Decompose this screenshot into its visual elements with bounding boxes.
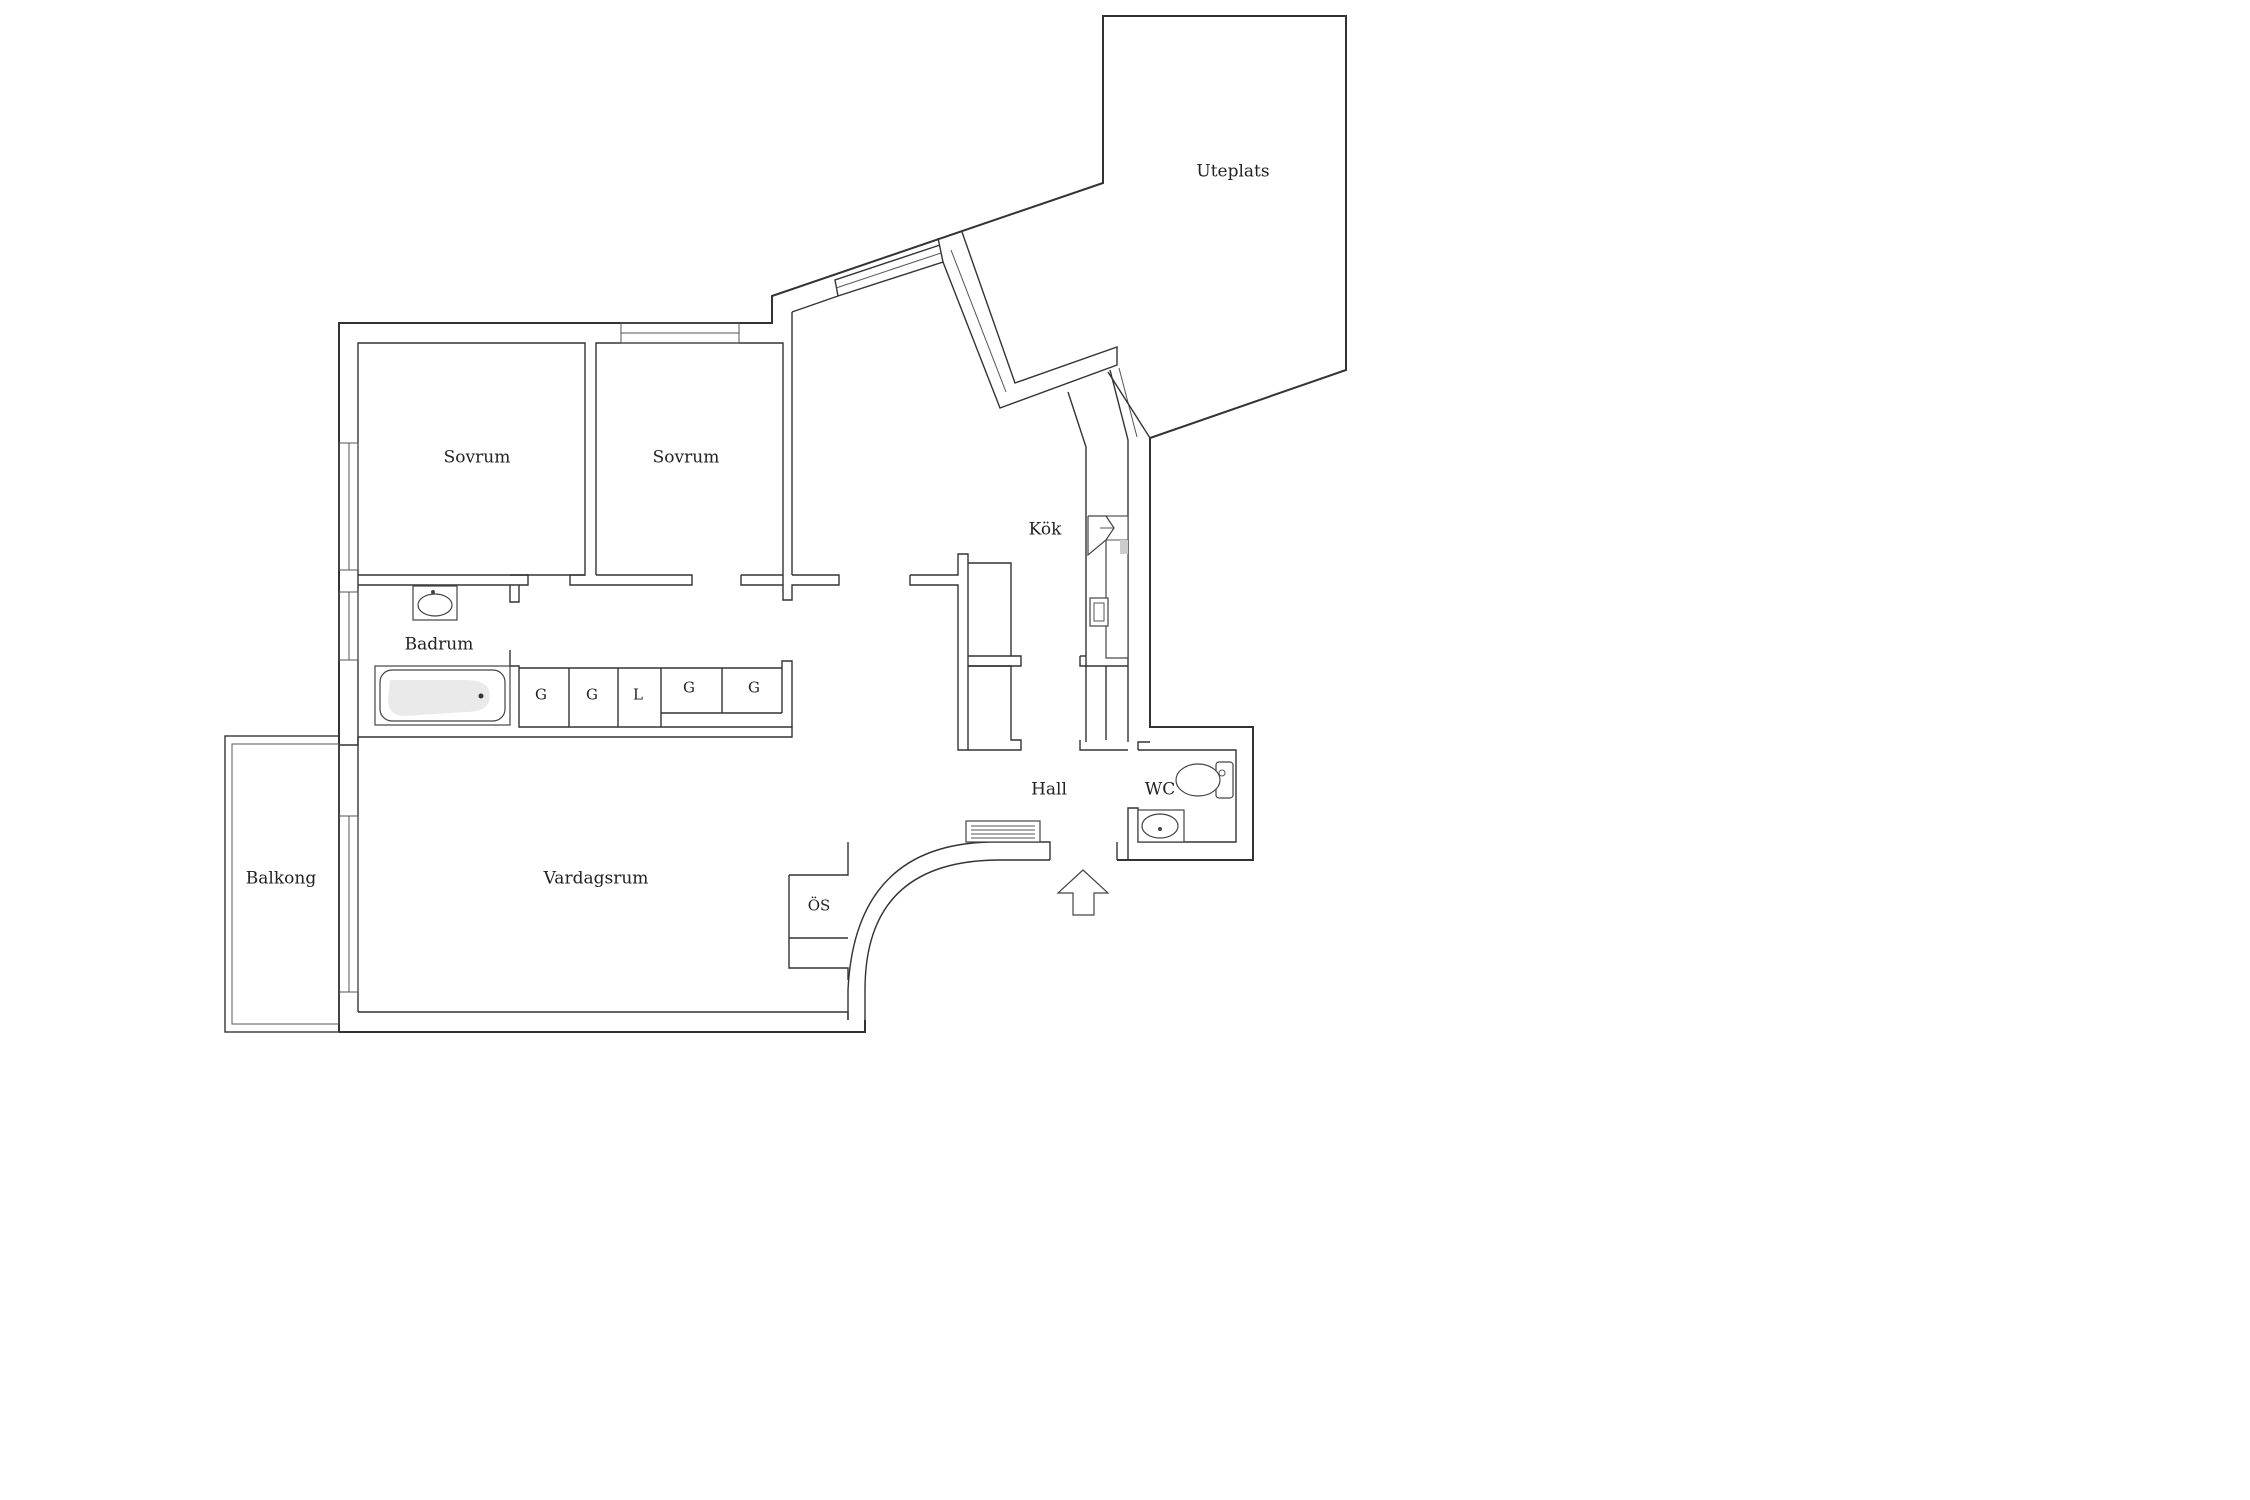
room-label-sovrum-right: Sovrum — [652, 447, 720, 468]
closet-label-g2: G — [586, 685, 598, 704]
room-label-balkong: Balkong — [245, 868, 317, 889]
closet-label-g3: G — [683, 678, 695, 697]
room-label-badrum: Badrum — [404, 634, 474, 655]
outer-walls — [338, 15, 1347, 1033]
closet-label-l: L — [633, 685, 643, 704]
room-label-hall: Hall — [1031, 779, 1067, 800]
room-label-vardagsrum: Vardagsrum — [543, 868, 649, 889]
room-label-os: ÖS — [807, 896, 831, 915]
room-label-uteplats: Uteplats — [1196, 161, 1270, 182]
floor-plan — [224, 15, 1347, 1033]
kitchen-counter-icon — [1087, 515, 1129, 659]
radiator-icon — [965, 820, 1041, 843]
bathroom-sink-icon — [412, 585, 458, 621]
entrance-arrow-icon — [1056, 869, 1110, 916]
bathtub-icon — [374, 665, 511, 726]
wc-sink-icon — [1137, 809, 1185, 843]
room-label-kok: Kök — [1028, 519, 1062, 540]
room-label-wc: WC — [1144, 779, 1176, 800]
closet-label-g1: G — [535, 685, 547, 704]
fixtures — [374, 515, 1234, 916]
closet-label-g4: G — [748, 678, 760, 697]
room-label-sovrum-left: Sovrum — [443, 447, 511, 468]
toilet-icon — [1175, 761, 1234, 799]
